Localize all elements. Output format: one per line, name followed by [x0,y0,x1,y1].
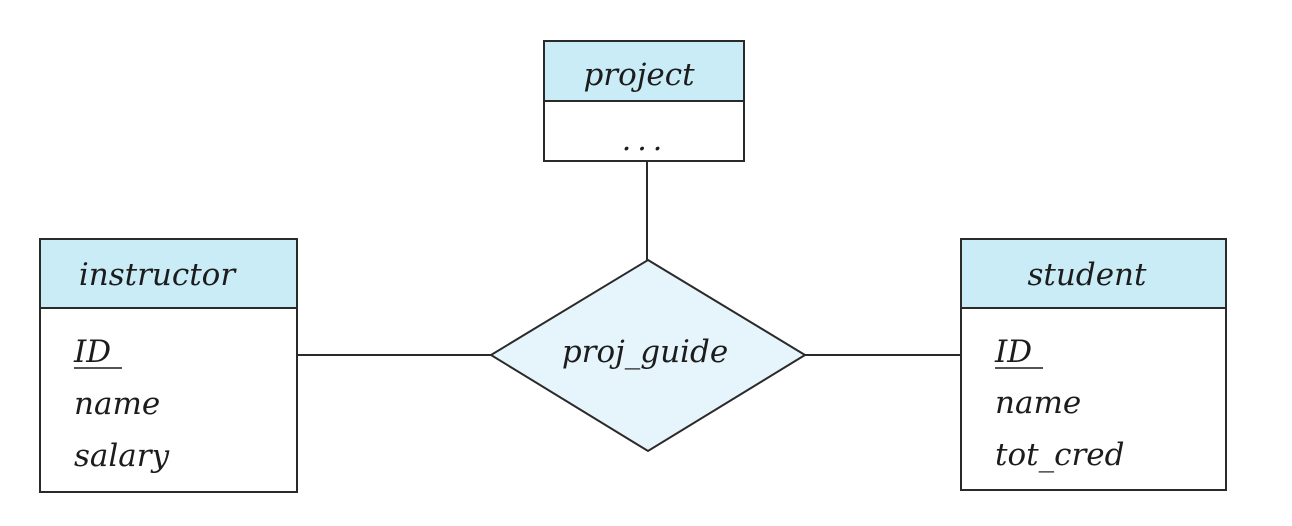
entity-project: project ... [543,40,745,162]
entity-instructor-name: instructor [79,257,238,293]
entity-instructor-header [39,238,298,309]
entity-student: student ID name tot_cred [960,238,1227,491]
relationship-proj-guide: proj_guide [489,258,807,453]
entity-project-body [543,100,745,162]
entity-student-header [960,238,1227,309]
entity-student-name: student [1028,257,1147,293]
entity-instructor: instructor ID name salary [39,238,298,493]
entity-student-attribute-name: name [995,385,1081,421]
entity-instructor-body [39,307,298,493]
entity-project-header [543,40,745,102]
entity-instructor-attribute-id: ID [73,334,111,370]
relationship-diamond [489,258,807,453]
entity-student-attribute-tot-cred: tot_cred [995,437,1124,473]
entity-instructor-attribute-salary: salary [74,438,170,474]
entity-project-name: project [583,57,695,93]
entity-project-attribute-ellipsis: ... [622,123,669,158]
entity-instructor-attribute-name: name [74,386,160,422]
entity-student-attribute-id: ID [994,334,1032,370]
relationship-name: proj_guide [562,334,728,370]
entity-student-body [960,307,1227,491]
